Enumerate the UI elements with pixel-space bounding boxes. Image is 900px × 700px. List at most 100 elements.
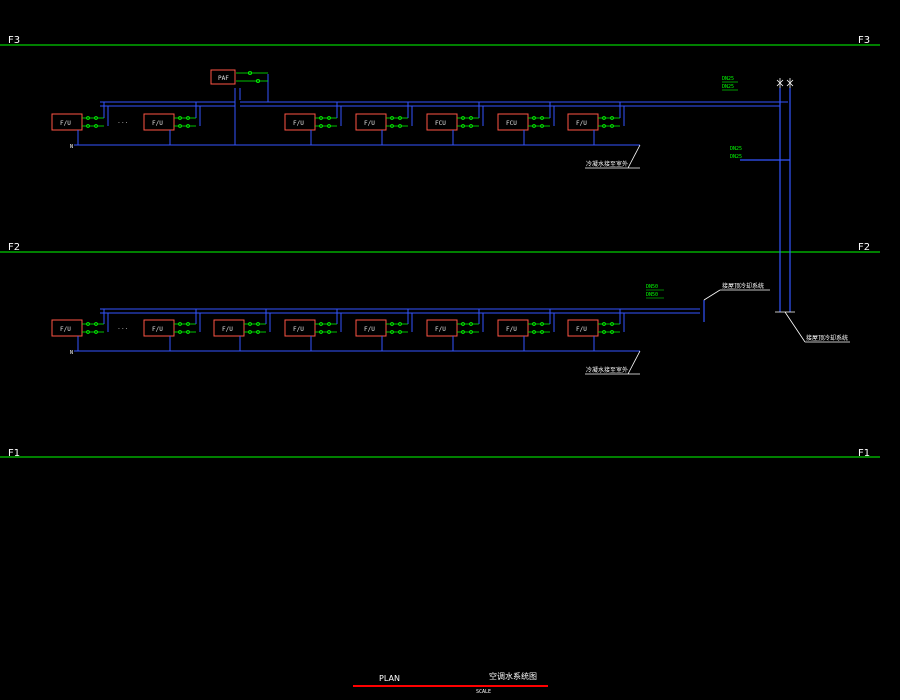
upper_row-valve-train-5 <box>457 116 479 128</box>
lower_row-branch-5 <box>381 309 413 351</box>
upper_row-branch-6 <box>523 102 555 145</box>
drawing-title-block: PLAN 空调水系统图 SCALE <box>353 671 548 695</box>
risers <box>703 88 791 322</box>
upper-units: F/U F/U F/U F/U FCU FCU F/U <box>51 102 625 145</box>
riser-top-valves <box>776 78 794 88</box>
upper_row-branch-2 <box>169 102 201 145</box>
upper_row-branch-4 <box>381 102 413 145</box>
upper_row-unit-label-6: FCU <box>506 120 517 127</box>
lower_row-unit-label-3: F/U <box>222 326 233 333</box>
upper_row-valve-train-1 <box>82 116 104 128</box>
floor-label-f3-right: F3 <box>858 35 870 46</box>
lower_row-valve-train-6 <box>457 322 479 334</box>
connect-note-a-text: 接屋顶冷却系统 <box>722 282 764 290</box>
upper_row-unit-3[interactable]: F/U <box>284 102 342 145</box>
upper_row-unit-6[interactable]: FCU <box>497 102 555 145</box>
riser-tag-1: DN25 <box>722 76 734 82</box>
lower_row-unit-label-2: F/U <box>152 326 163 333</box>
floor-label-f1-right: F1 <box>858 448 870 459</box>
lower_row-unit-label-6: F/U <box>435 326 446 333</box>
upper-left-tag: N <box>70 144 73 150</box>
upper_row-valve-train-7 <box>598 116 620 128</box>
fresh-air-unit[interactable]: PAF <box>210 69 268 85</box>
upper_row-unit-4[interactable]: F/U <box>355 102 413 145</box>
lower_row-unit-5[interactable]: F/U <box>355 309 413 351</box>
lower_row-unit-3[interactable]: F/U <box>213 309 271 351</box>
lower-ellipsis: · · · <box>118 326 128 333</box>
lower_row-branch-2 <box>169 309 201 351</box>
upper_row-unit-1[interactable]: F/U <box>51 102 109 145</box>
floor-label-f1-left: F1 <box>8 448 20 459</box>
upper-condensate-note: 冷凝水接至室外 <box>585 144 641 169</box>
lower-left-tag: N <box>70 350 73 356</box>
lower_row-valve-train-7 <box>528 322 550 334</box>
lower_row-valve-train-1 <box>82 322 104 334</box>
upper_row-valve-train-2 <box>174 116 196 128</box>
lower-pipes <box>74 308 700 352</box>
connect-note-a: 接屋顶冷却系统 <box>703 282 770 301</box>
floor-label-f2-right: F2 <box>858 242 870 253</box>
fresh-air-unit-label: PAF <box>218 75 229 82</box>
lower_row-branch-1 <box>77 309 109 351</box>
riser-tag-6: DN50 <box>646 292 658 298</box>
lower_row-unit-2[interactable]: F/U <box>143 309 201 351</box>
lower-condensate-note: 冷凝水接至室外 <box>585 350 641 375</box>
upper_row-unit-label-7: F/U <box>576 120 587 127</box>
upper_row-valve-train-4 <box>386 116 408 128</box>
lower-units: F/U F/U F/U F/U F/U F/U F/U F/U <box>51 309 625 351</box>
floor-label-f3-left: F3 <box>8 35 20 46</box>
lower_row-unit-7[interactable]: F/U <box>497 309 555 351</box>
drawing-title: 空调水系统图 <box>489 671 537 681</box>
riser-tags-mid: DN25 DN25 <box>730 146 742 160</box>
riser-tag-3: DN25 <box>730 146 742 152</box>
lower_row-valve-train-8 <box>598 322 620 334</box>
upper_row-branch-1 <box>77 102 109 145</box>
riser-tags-upper: DN25 DN25 <box>722 76 738 91</box>
plan-label: PLAN <box>379 674 400 683</box>
lower_row-valve-train-4 <box>315 322 337 334</box>
riser-tag-5: DN50 <box>646 284 658 290</box>
lower_row-valve-train-2 <box>174 322 196 334</box>
upper_row-unit-label-5: FCU <box>435 120 446 127</box>
riser-tag-4: DN25 <box>730 154 742 160</box>
lower_row-valve-train-3 <box>244 322 266 334</box>
lower_row-branch-6 <box>452 309 484 351</box>
upper_row-branch-5 <box>452 102 484 145</box>
lower_row-branch-3 <box>239 309 271 351</box>
lower_row-unit-4[interactable]: F/U <box>284 309 342 351</box>
upper_row-unit-label-1: F/U <box>60 120 71 127</box>
upper_row-unit-7[interactable]: F/U <box>567 102 625 145</box>
riser-tags-lower: DN50 DN50 <box>646 284 664 299</box>
lower_row-valve-train-5 <box>386 322 408 334</box>
upper-condensate-text: 冷凝水接至室外 <box>586 160 628 168</box>
lower_row-unit-1[interactable]: F/U <box>51 309 109 351</box>
upper_row-unit-2[interactable]: F/U <box>143 102 201 145</box>
upper_row-unit-label-2: F/U <box>152 120 163 127</box>
upper_row-unit-5[interactable]: FCU <box>426 102 484 145</box>
lower_row-unit-label-1: F/U <box>60 326 71 333</box>
connect-note-b-text: 接屋顶冷却系统 <box>806 334 848 342</box>
riser-tag-2: DN25 <box>722 84 734 90</box>
lower_row-unit-label-5: F/U <box>364 326 375 333</box>
lower_row-branch-7 <box>523 309 555 351</box>
scale-label: SCALE <box>476 689 491 695</box>
lower_row-unit-label-7: F/U <box>506 326 517 333</box>
lower_row-branch-8 <box>593 309 625 351</box>
upper_row-branch-7 <box>593 102 625 145</box>
upper_row-valve-train-6 <box>528 116 550 128</box>
upper_row-valve-train-3 <box>315 116 337 128</box>
lower_row-unit-8[interactable]: F/U <box>567 309 625 351</box>
floor-lines: F3 F3 F2 F2 F1 F1 <box>0 35 880 459</box>
lower_row-unit-label-8: F/U <box>576 326 587 333</box>
lower_row-unit-6[interactable]: F/U <box>426 309 484 351</box>
floor-label-f2-left: F2 <box>8 242 20 253</box>
lower_row-unit-label-4: F/U <box>293 326 304 333</box>
upper-ellipsis: · · · <box>118 120 128 127</box>
upper_row-unit-label-3: F/U <box>293 120 304 127</box>
upper_row-branch-3 <box>310 102 342 145</box>
upper-pipes <box>74 74 788 146</box>
upper_row-unit-label-4: F/U <box>364 120 375 127</box>
connect-note-b: 接屋顶冷却系统 <box>775 311 850 343</box>
lower-condensate-text: 冷凝水接至室外 <box>586 366 628 374</box>
